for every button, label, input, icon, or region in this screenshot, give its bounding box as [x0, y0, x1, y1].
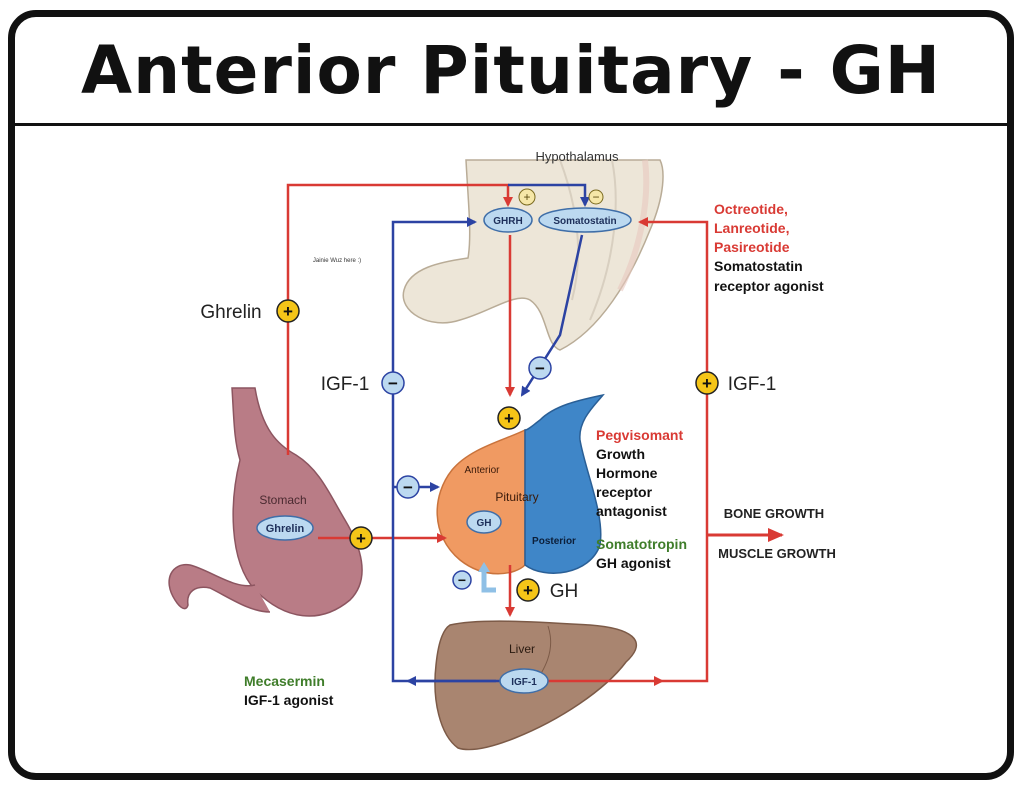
- gh-out-label: GH: [550, 581, 579, 602]
- ghrh-label: GHRH: [493, 216, 522, 227]
- drug-somatotropin: Somatotropin: [596, 536, 687, 552]
- plus-badge-small: [518, 188, 536, 206]
- plus-badge-gh-sign: +: [523, 581, 533, 600]
- minus-badge-gh-feedback-sign: −: [458, 572, 466, 588]
- somatostatin-label: Somatostatin: [553, 216, 616, 227]
- minus-badge-gh-feedback: [452, 570, 472, 590]
- hypothalamus: [402, 159, 664, 351]
- stomach-ghrelin-oval: [256, 515, 314, 541]
- ghrh-oval: [483, 207, 533, 233]
- drug-class-gh-antagonist-1: Growth: [596, 446, 645, 462]
- minus-badge-small-sign: −: [592, 190, 599, 204]
- plus-badge-igf1-right-sign: +: [702, 374, 712, 393]
- arrow-to-somatostatin-blue: [508, 183, 590, 207]
- drug-mecasermin: Mecasermin: [244, 673, 325, 689]
- plus-badge-gh: [516, 578, 540, 602]
- drug-octreotide: Octreotide,: [714, 201, 788, 217]
- gh-autofeedback-arrow: [481, 570, 496, 593]
- bone-growth-label: BONE GROWTH: [724, 506, 824, 521]
- drug-class-gh-agonist: GH agonist: [596, 555, 671, 571]
- plus-badge-ghrelin-sign: +: [283, 302, 293, 321]
- pituitary: [436, 393, 605, 575]
- plus-badge-ghrelin: [276, 299, 300, 323]
- plus-badge-stomach-sign: +: [356, 529, 366, 548]
- drug-mecasermin-group: Mecasermin IGF-1 agonist: [244, 673, 334, 708]
- plus-badge-stomach: [349, 526, 373, 550]
- somatostatin-oval: [538, 207, 632, 233]
- plus-badge-ghrh-sign: +: [504, 409, 514, 428]
- drug-lanreotide: Lanreotide,: [714, 220, 789, 236]
- minus-badge-somatostatin: [528, 356, 552, 380]
- drug-pegvisomant-group: Pegvisomant Growth Hormone receptor anta…: [596, 427, 683, 519]
- minus-badge-igf1-pituitary-sign: −: [403, 478, 413, 497]
- igf1-right-label: IGF-1: [728, 374, 777, 395]
- stomach: [168, 387, 363, 617]
- minus-badge-somatostatin-sign: −: [535, 359, 545, 378]
- drug-somatotropin-group: Somatotropin GH agonist: [596, 536, 687, 571]
- minus-badge-small: [588, 189, 604, 205]
- stomach-ghrelin-label: Ghrelin: [266, 523, 305, 535]
- igf1-left-label: IGF-1: [321, 374, 370, 395]
- drug-class-gh-antagonist-4: antagonist: [596, 503, 667, 519]
- liver-label: Liver: [509, 642, 535, 656]
- hypothalamus-label: Hypothalamus: [535, 149, 619, 164]
- minus-badge-igf1-pituitary: [396, 475, 420, 499]
- plus-badge-small-sign: +: [523, 190, 530, 204]
- plus-badge-ghrh: [497, 406, 521, 430]
- liver-igf1-oval: [499, 668, 549, 694]
- drug-pasireotide: Pasireotide: [714, 239, 790, 255]
- gh-autofeedback-arrowhead: [478, 562, 490, 572]
- drug-class-gh-antagonist-3: receptor: [596, 484, 653, 500]
- drug-class-igf1-agonist: IGF-1 agonist: [244, 692, 334, 708]
- arrow-igf1-to-somatostatin: [638, 217, 709, 683]
- page-title: Anterior Pituitary - GH: [81, 31, 941, 109]
- title-bar: Anterior Pituitary - GH: [15, 17, 1007, 126]
- posterior-label: Posterior: [532, 536, 576, 547]
- drug-somatostatin-analogues: Octreotide, Lanreotide, Pasireotide Soma…: [714, 201, 824, 294]
- ghrelin-label: Ghrelin: [200, 302, 261, 323]
- gh-inner-label: GH: [477, 518, 492, 529]
- anterior-label: Anterior: [464, 465, 500, 476]
- gh-inner-oval: [466, 510, 502, 534]
- drug-class-somatostatin-1: Somatostatin: [714, 258, 803, 274]
- pituitary-label: Pituitary: [495, 490, 538, 504]
- drug-pegvisomant: Pegvisomant: [596, 427, 683, 443]
- plus-badge-igf1-right: [695, 371, 719, 395]
- muscle-growth-label: MUSCLE GROWTH: [718, 546, 836, 561]
- liver-igf1-label: IGF-1: [511, 677, 537, 688]
- watermark-label: Jainie Wuz here :): [313, 258, 361, 264]
- drug-class-gh-antagonist-2: Hormone: [596, 465, 658, 481]
- drug-class-somatostatin-2: receptor agonist: [714, 278, 824, 294]
- minus-badge-igf1-left-sign: −: [388, 374, 398, 393]
- stomach-label: Stomach: [259, 493, 306, 507]
- minus-badge-igf1-left: [381, 371, 405, 395]
